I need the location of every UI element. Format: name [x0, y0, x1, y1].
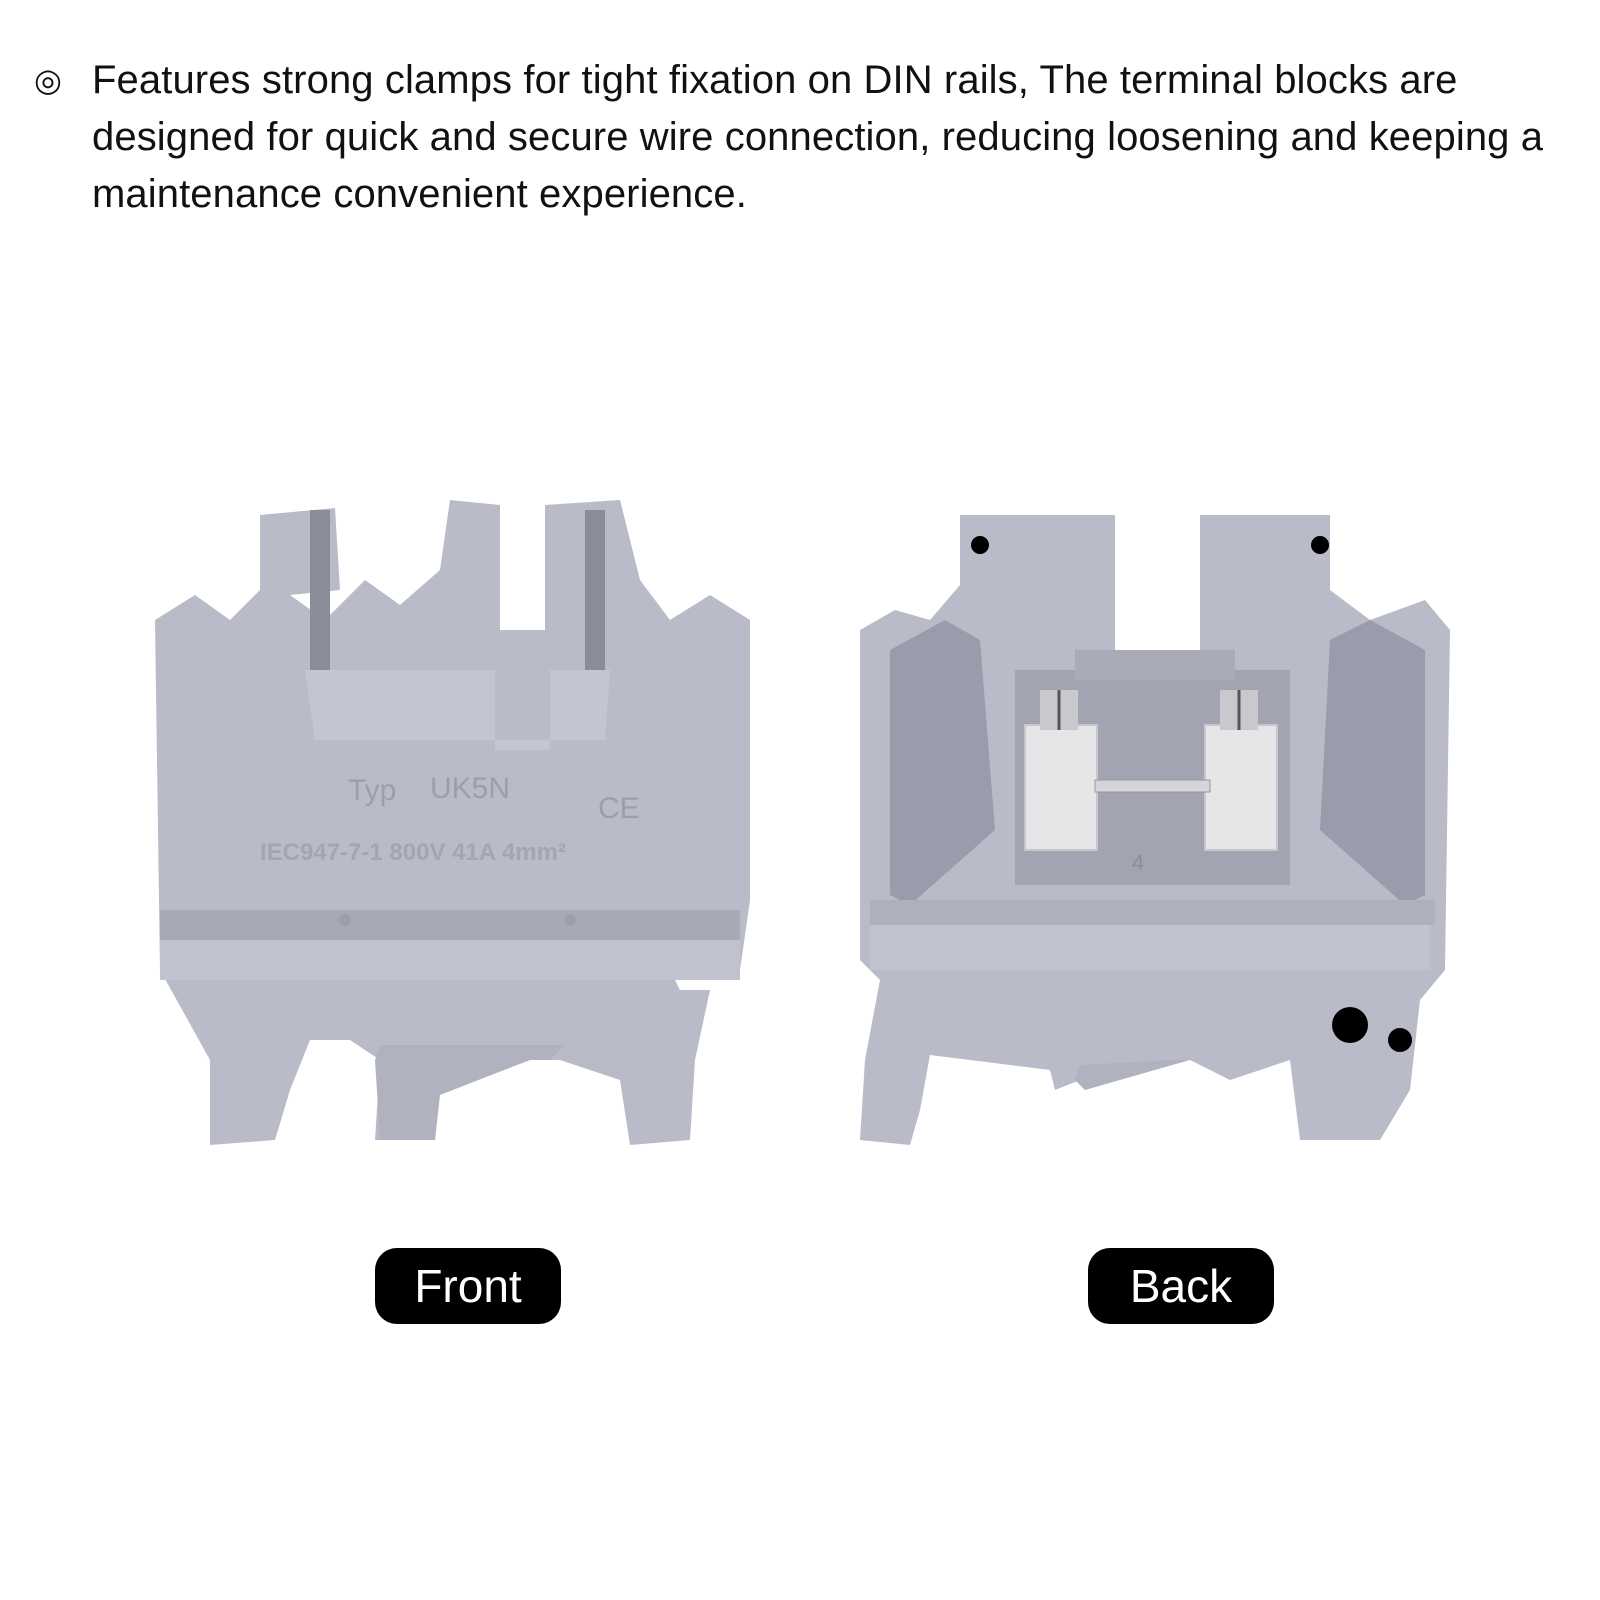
back-view-image: 4 [850, 500, 1470, 1180]
front-marking-typ: Typ [348, 774, 396, 807]
back-marking-number: 4 [1132, 850, 1144, 875]
front-view-image: Typ UK5N CE IEC947-7-1 800V 41A 4mm² [150, 500, 770, 1180]
front-terminal-block-photo: Typ UK5N CE IEC947-7-1 800V 41A 4mm² [155, 500, 750, 1145]
hole-icon [971, 536, 989, 554]
front-label: Front [375, 1248, 561, 1324]
left-clamp [1024, 724, 1098, 851]
ce-mark-icon: CE [598, 792, 640, 825]
back-terminal-block-photo: 4 [860, 515, 1450, 1145]
feature-text: Features strong clamps for tight fixatio… [92, 58, 1544, 216]
front-marking-model: UK5N [430, 772, 510, 805]
feature-description: ◎ Features strong clamps for tight fixat… [34, 52, 1584, 223]
hole-icon [1388, 1028, 1412, 1052]
back-label: Back [1088, 1248, 1274, 1324]
right-clamp [1204, 724, 1278, 851]
front-marking-spec: IEC947-7-1 800V 41A 4mm² [260, 839, 566, 866]
bullet-icon: ◎ [34, 61, 62, 99]
hole-icon [1311, 536, 1329, 554]
hole-icon [1332, 1007, 1368, 1043]
bus-bar [1094, 779, 1211, 793]
